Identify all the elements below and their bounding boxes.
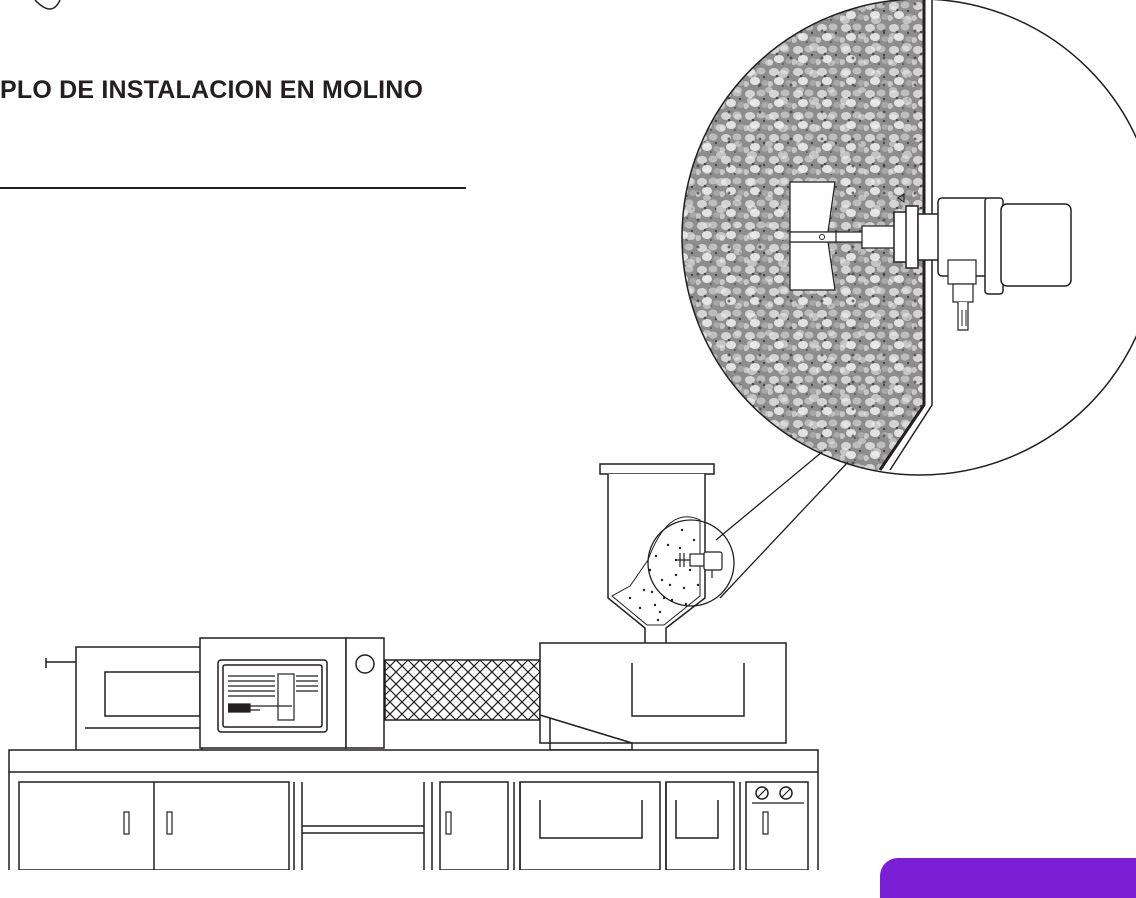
motor-housing-icon bbox=[937, 197, 1072, 331]
detail-magnifier bbox=[681, 0, 1136, 599]
magnifier-ring bbox=[681, 0, 1136, 476]
corner-fragment bbox=[34, 0, 61, 10]
feed-hopper bbox=[599, 463, 735, 646]
title-rule bbox=[0, 187, 466, 189]
hopper-wall bbox=[878, 0, 926, 471]
paddle-icon bbox=[789, 181, 841, 291]
gauge-icon bbox=[355, 654, 375, 674]
barrel-heater bbox=[384, 659, 541, 721]
detail-circle-small bbox=[647, 519, 735, 607]
level-sensor-icon bbox=[676, 551, 723, 578]
molding-machine bbox=[8, 637, 819, 870]
page-title: PLO DE INSTALACION EN MOLINO bbox=[0, 76, 424, 104]
leader-lines bbox=[715, 451, 849, 599]
installation-diagram bbox=[8, 0, 1136, 870]
accent-tab bbox=[880, 858, 1136, 898]
